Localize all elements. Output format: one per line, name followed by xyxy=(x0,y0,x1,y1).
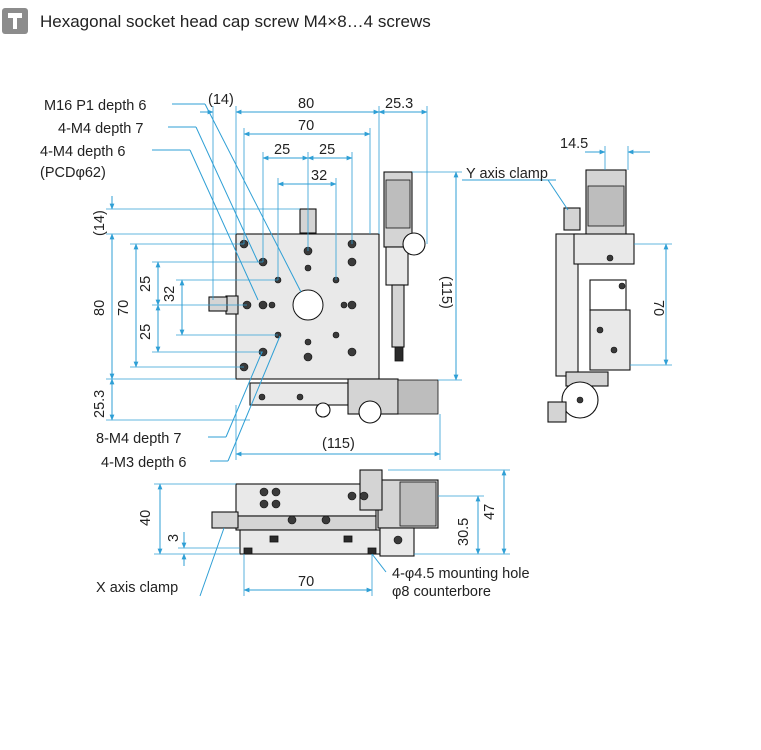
page-title: Hexagonal socket head cap screw M4×8…4 s… xyxy=(40,12,431,31)
leader-line xyxy=(204,103,302,293)
center-hole xyxy=(292,289,324,321)
dim-14-top: (14) xyxy=(208,92,234,108)
side-upper-block xyxy=(573,233,635,265)
x-micrometer-knurl xyxy=(397,379,439,415)
leader-line xyxy=(225,351,263,438)
mount-hole xyxy=(343,535,353,543)
dim-14-5: 14.5 xyxy=(560,136,588,152)
dim-115-right: (115) xyxy=(438,276,454,309)
side-screw xyxy=(606,254,614,262)
dim-80-top: 80 xyxy=(298,96,314,112)
dim-25-3-top: 25.3 xyxy=(385,96,413,112)
y-micrometer-tip xyxy=(394,346,404,362)
side-screw xyxy=(576,396,584,404)
front-top-carriage xyxy=(235,483,377,517)
dim-3: 3 xyxy=(166,534,182,542)
screw-icon xyxy=(2,8,28,34)
dim-115-bottom: (115) xyxy=(322,436,355,452)
front-view: 40 3 70 30.5 47 X axis clamp 4-φ4.5 moun… xyxy=(96,469,530,600)
dim-70-top: 70 xyxy=(298,118,314,134)
side-screw xyxy=(618,282,626,290)
front-x-clamp xyxy=(211,511,239,529)
x-clamp-knob-top xyxy=(358,400,382,424)
dim-70-left: 70 xyxy=(116,300,132,316)
side-y-clamp xyxy=(563,207,581,231)
dim-70-front: 70 xyxy=(298,574,314,590)
side-screw xyxy=(596,326,604,334)
x-body-screw xyxy=(258,393,266,401)
x-lock-knob xyxy=(315,402,331,418)
top-view: M16 P1 depth 6 4-M4 depth 7 4-M4 depth 6… xyxy=(40,92,462,471)
leader-line xyxy=(547,179,569,211)
label-counterbore: φ8 counterbore xyxy=(392,584,491,600)
front-base xyxy=(239,529,381,555)
side-view: 14.5 70 Y axis clamp xyxy=(462,136,672,423)
label-x-clamp: X axis clamp xyxy=(96,580,178,596)
side-micrometer-knurl xyxy=(587,185,625,227)
front-y-knob xyxy=(359,469,383,511)
dim-32-top: 32 xyxy=(311,168,327,184)
leader-line xyxy=(189,149,259,301)
mount-hole xyxy=(243,547,253,555)
mount-hole xyxy=(269,535,279,543)
dim-25-l1: 25 xyxy=(138,276,154,292)
x-clamp-screw xyxy=(208,296,228,312)
dim-80-left: 80 xyxy=(92,300,108,316)
y-micrometer-sleeve xyxy=(385,246,409,286)
dim-30-5: 30.5 xyxy=(456,518,472,546)
header: Hexagonal socket head cap screw M4×8…4 s… xyxy=(2,4,742,38)
leader-line xyxy=(195,126,259,263)
label-pcd: (PCDφ62) xyxy=(40,165,106,181)
label-8-m4: 8-M4 depth 7 xyxy=(96,431,181,447)
dim-25-b: 25 xyxy=(319,142,335,158)
label-y-clamp: Y axis clamp xyxy=(466,166,548,182)
label-mounting-hole: 4-φ4.5 mounting hole xyxy=(392,566,530,582)
front-micrometer-knurl xyxy=(399,481,437,527)
y-micrometer-spindle xyxy=(391,284,405,348)
side-x-clamp xyxy=(547,401,567,423)
y-micrometer-knurl xyxy=(385,179,411,229)
x-body-screw xyxy=(296,393,304,401)
label-m4-depth7: 4-M4 depth 7 xyxy=(58,121,143,137)
dim-25-3-left: 25.3 xyxy=(92,390,108,418)
dim-14-left: (14) xyxy=(92,210,108,236)
label-m4-depth6: 4-M4 depth 6 xyxy=(40,144,125,160)
dim-25-l2: 25 xyxy=(138,324,154,340)
front-screws xyxy=(259,487,403,545)
leader-line xyxy=(199,527,225,597)
y-clamp-knob xyxy=(402,232,426,256)
side-screw xyxy=(610,346,618,354)
label-m16: M16 P1 depth 6 xyxy=(44,98,146,114)
dim-40: 40 xyxy=(138,510,154,526)
label-4-m3: 4-M3 depth 6 xyxy=(101,455,186,471)
leader-line xyxy=(371,553,387,573)
leader-line xyxy=(227,335,281,462)
side-lower-block xyxy=(589,309,631,371)
dim-32-left: 32 xyxy=(162,286,178,302)
front-middle-slide xyxy=(235,515,377,531)
dim-70-side: 70 xyxy=(650,300,666,316)
dim-25-a: 25 xyxy=(274,142,290,158)
mount-hole xyxy=(367,547,377,555)
dim-47: 47 xyxy=(482,504,498,520)
